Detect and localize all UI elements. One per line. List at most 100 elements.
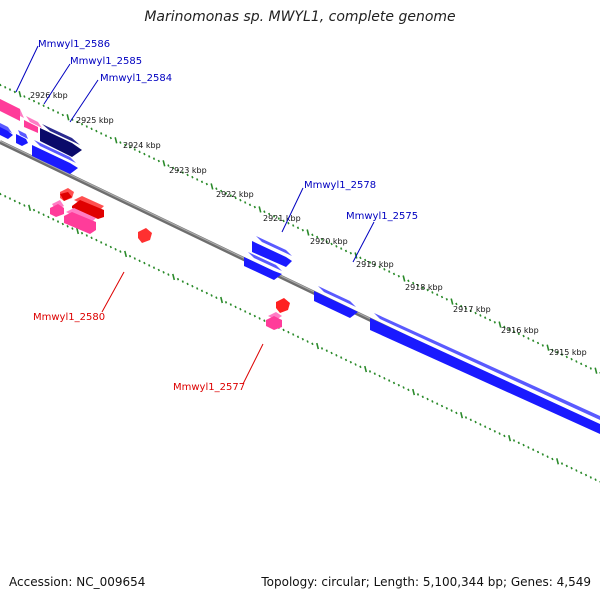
- kbp-label: 2919 kbp: [356, 260, 394, 269]
- minor-tick: [244, 201, 247, 204]
- gene-label-reverse[interactable]: Mmwyl1_2580: [33, 312, 105, 323]
- gene-arrow[interactable]: [16, 130, 28, 146]
- minor-tick: [383, 377, 386, 380]
- minor-tick: [248, 203, 252, 207]
- minor-tick: [287, 330, 290, 334]
- minor-tick: [527, 337, 530, 340]
- minor-tick: [517, 332, 520, 336]
- minor-tick: [181, 171, 184, 174]
- minor-tick: [210, 294, 213, 297]
- minor-tick: [8, 88, 12, 91]
- minor-tick: [498, 432, 501, 435]
- minor-tick: [239, 307, 242, 311]
- minor-tick: [388, 379, 391, 382]
- gene-labels: Mmwyl1_2586 Mmwyl1_2585 Mmwyl1_2584 Mmwy…: [33, 39, 418, 393]
- minor-tick: [335, 354, 338, 357]
- minor-tick: [85, 125, 88, 128]
- minor-tick: [296, 335, 300, 339]
- minor-tick: [128, 145, 132, 149]
- gene-label-forward[interactable]: Mmwyl1_2586: [38, 39, 110, 50]
- minor-tick: [397, 383, 400, 387]
- minor-tick: [56, 111, 60, 114]
- minor-tick: [191, 175, 194, 179]
- minor-tick: [565, 464, 568, 468]
- kbp-label: 2916 kbp: [501, 326, 539, 335]
- gene-arrow[interactable]: [314, 286, 358, 318]
- minor-tick: [61, 113, 64, 117]
- minor-tick: [176, 168, 180, 172]
- label-leader-lines: [15, 45, 375, 385]
- minor-tick: [388, 270, 391, 273]
- minor-tick: [464, 416, 468, 419]
- minor-tick: [474, 311, 477, 315]
- minor-tick: [330, 351, 333, 355]
- minor-tick: [4, 86, 7, 89]
- minor-tick: [104, 134, 108, 137]
- gene-arrow[interactable]: [276, 298, 290, 313]
- minor-tick: [268, 212, 271, 216]
- minor-tick: [23, 95, 26, 98]
- minor-tick: [152, 266, 156, 269]
- gene-label-forward[interactable]: Mmwyl1_2585: [70, 56, 142, 67]
- kbp-label: 2917 kbp: [453, 305, 491, 314]
- minor-tick: [522, 334, 525, 338]
- minor-tick: [148, 155, 151, 158]
- minor-tick: [186, 282, 189, 286]
- gene-label-forward[interactable]: Mmwyl1_2584: [100, 73, 172, 84]
- gene-arrow[interactable]: [72, 196, 104, 219]
- minor-tick: [157, 268, 160, 272]
- minor-tick: [152, 157, 156, 160]
- minor-tick: [493, 321, 496, 324]
- minor-tick: [541, 344, 544, 347]
- gene-arrow[interactable]: [0, 122, 13, 139]
- minor-tick: [234, 196, 237, 200]
- gene-label-forward[interactable]: Mmwyl1_2575: [346, 211, 418, 222]
- minor-tick: [133, 257, 136, 260]
- gene-arrow[interactable]: [32, 140, 78, 174]
- gene-arrow[interactable]: [138, 228, 152, 243]
- minor-tick: [4, 195, 7, 198]
- gene-label-forward[interactable]: Mmwyl1_2578: [304, 180, 376, 191]
- minor-tick: [143, 152, 146, 156]
- minor-tick: [589, 367, 592, 370]
- major-tick: [316, 342, 320, 350]
- minor-tick: [484, 425, 487, 428]
- minor-tick: [0, 83, 2, 87]
- kbp-label: 2923 kbp: [169, 166, 207, 175]
- minor-tick: [133, 148, 136, 151]
- gene-arrow[interactable]: [370, 313, 600, 434]
- gene-label-reverse[interactable]: Mmwyl1_2577: [173, 382, 245, 393]
- minor-tick: [556, 351, 559, 354]
- gene-arrow[interactable]: [24, 116, 42, 133]
- minor-tick: [344, 358, 348, 362]
- gene-arrow[interactable]: [244, 252, 282, 280]
- minor-tick: [229, 194, 232, 197]
- gene-arrow[interactable]: [64, 208, 96, 234]
- minor-tick: [32, 208, 36, 212]
- gene-arrow[interactable]: [266, 312, 282, 330]
- minor-tick: [532, 448, 535, 451]
- gene-arrow[interactable]: [252, 236, 292, 267]
- minor-tick: [412, 281, 415, 285]
- minor-tick: [196, 178, 199, 181]
- minor-tick: [426, 397, 429, 401]
- gene-arrow[interactable]: [60, 188, 74, 201]
- kbp-label: 2924 kbp: [123, 141, 161, 150]
- major-tick: [364, 365, 368, 373]
- minor-tick: [114, 248, 117, 251]
- major-tick: [546, 344, 550, 351]
- gene-arrow[interactable]: [0, 98, 24, 121]
- minor-tick: [551, 348, 554, 352]
- minor-tick: [71, 227, 74, 230]
- minor-tick: [575, 469, 578, 472]
- major-tick: [66, 114, 70, 121]
- gene-arrow[interactable]: [40, 124, 82, 157]
- gene-arrow[interactable]: [50, 200, 64, 217]
- minor-tick: [37, 211, 40, 214]
- minor-tick: [167, 164, 170, 167]
- minor-tick: [301, 228, 304, 232]
- minor-tick: [421, 395, 424, 399]
- minor-tick: [47, 106, 50, 110]
- minor-tick: [349, 360, 352, 364]
